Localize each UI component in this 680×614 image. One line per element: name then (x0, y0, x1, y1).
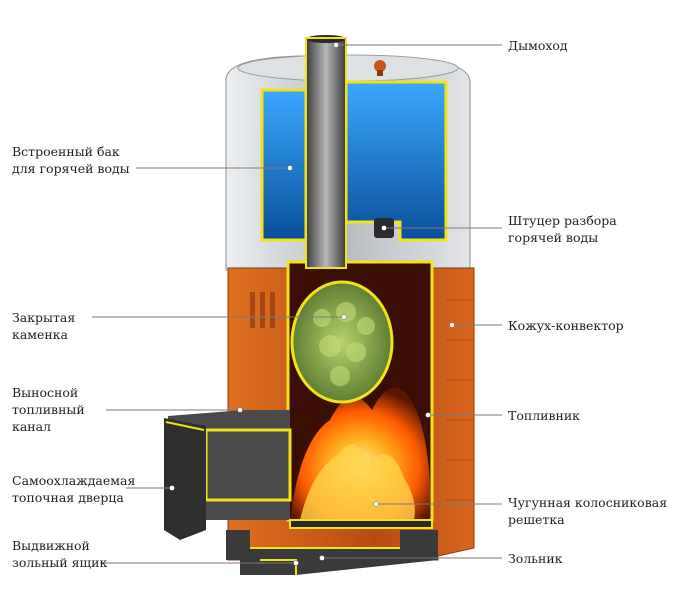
label-chimney: Дымоход (508, 38, 568, 53)
leader-lines (92, 44, 502, 564)
label-ashpit: Зольник (508, 551, 563, 566)
label-firebox: Топливник (508, 408, 580, 423)
stone-chamber (290, 280, 394, 404)
ash-box (226, 530, 438, 575)
cast-iron-grate (289, 519, 433, 529)
fire-door (164, 418, 206, 540)
label-convector: Кожух-конвектор (508, 318, 624, 333)
lid-knob (374, 60, 386, 76)
leader-dots (169, 42, 455, 566)
water-tank (260, 80, 448, 242)
chimney (305, 35, 347, 269)
